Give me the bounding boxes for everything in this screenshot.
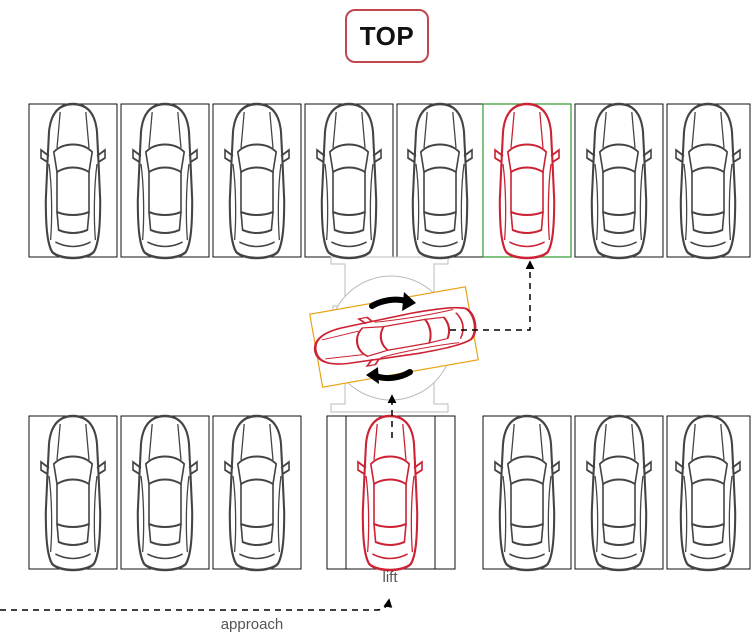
car-icon bbox=[493, 414, 561, 572]
rotation-arrowhead bbox=[402, 292, 416, 311]
rotation-arrows bbox=[366, 292, 416, 384]
car-icon bbox=[674, 414, 742, 572]
car-icon bbox=[131, 414, 199, 572]
dashed-arrow-icon bbox=[0, 598, 393, 611]
car-icon bbox=[585, 102, 653, 260]
approach-label: approach bbox=[220, 616, 284, 633]
movement-path bbox=[0, 260, 535, 611]
car-icon bbox=[223, 102, 291, 260]
car-icon bbox=[585, 414, 653, 572]
lift-label: lift bbox=[382, 569, 398, 586]
car-icon bbox=[39, 102, 107, 260]
car-icon bbox=[674, 102, 742, 260]
view-title: TOP bbox=[345, 9, 429, 63]
car-icon bbox=[315, 102, 383, 260]
car-icon bbox=[406, 102, 474, 260]
dashed-arrow-icon bbox=[450, 260, 535, 331]
parked-target-car-icon bbox=[493, 102, 561, 260]
bottom-row-cars bbox=[39, 414, 742, 572]
rotation-arrowhead bbox=[366, 367, 379, 384]
rotation-arrow-icon bbox=[373, 369, 413, 382]
car-icon bbox=[39, 414, 107, 572]
car-icon bbox=[223, 414, 291, 572]
car-icon bbox=[131, 102, 199, 260]
arriving-car-icon bbox=[356, 414, 424, 572]
